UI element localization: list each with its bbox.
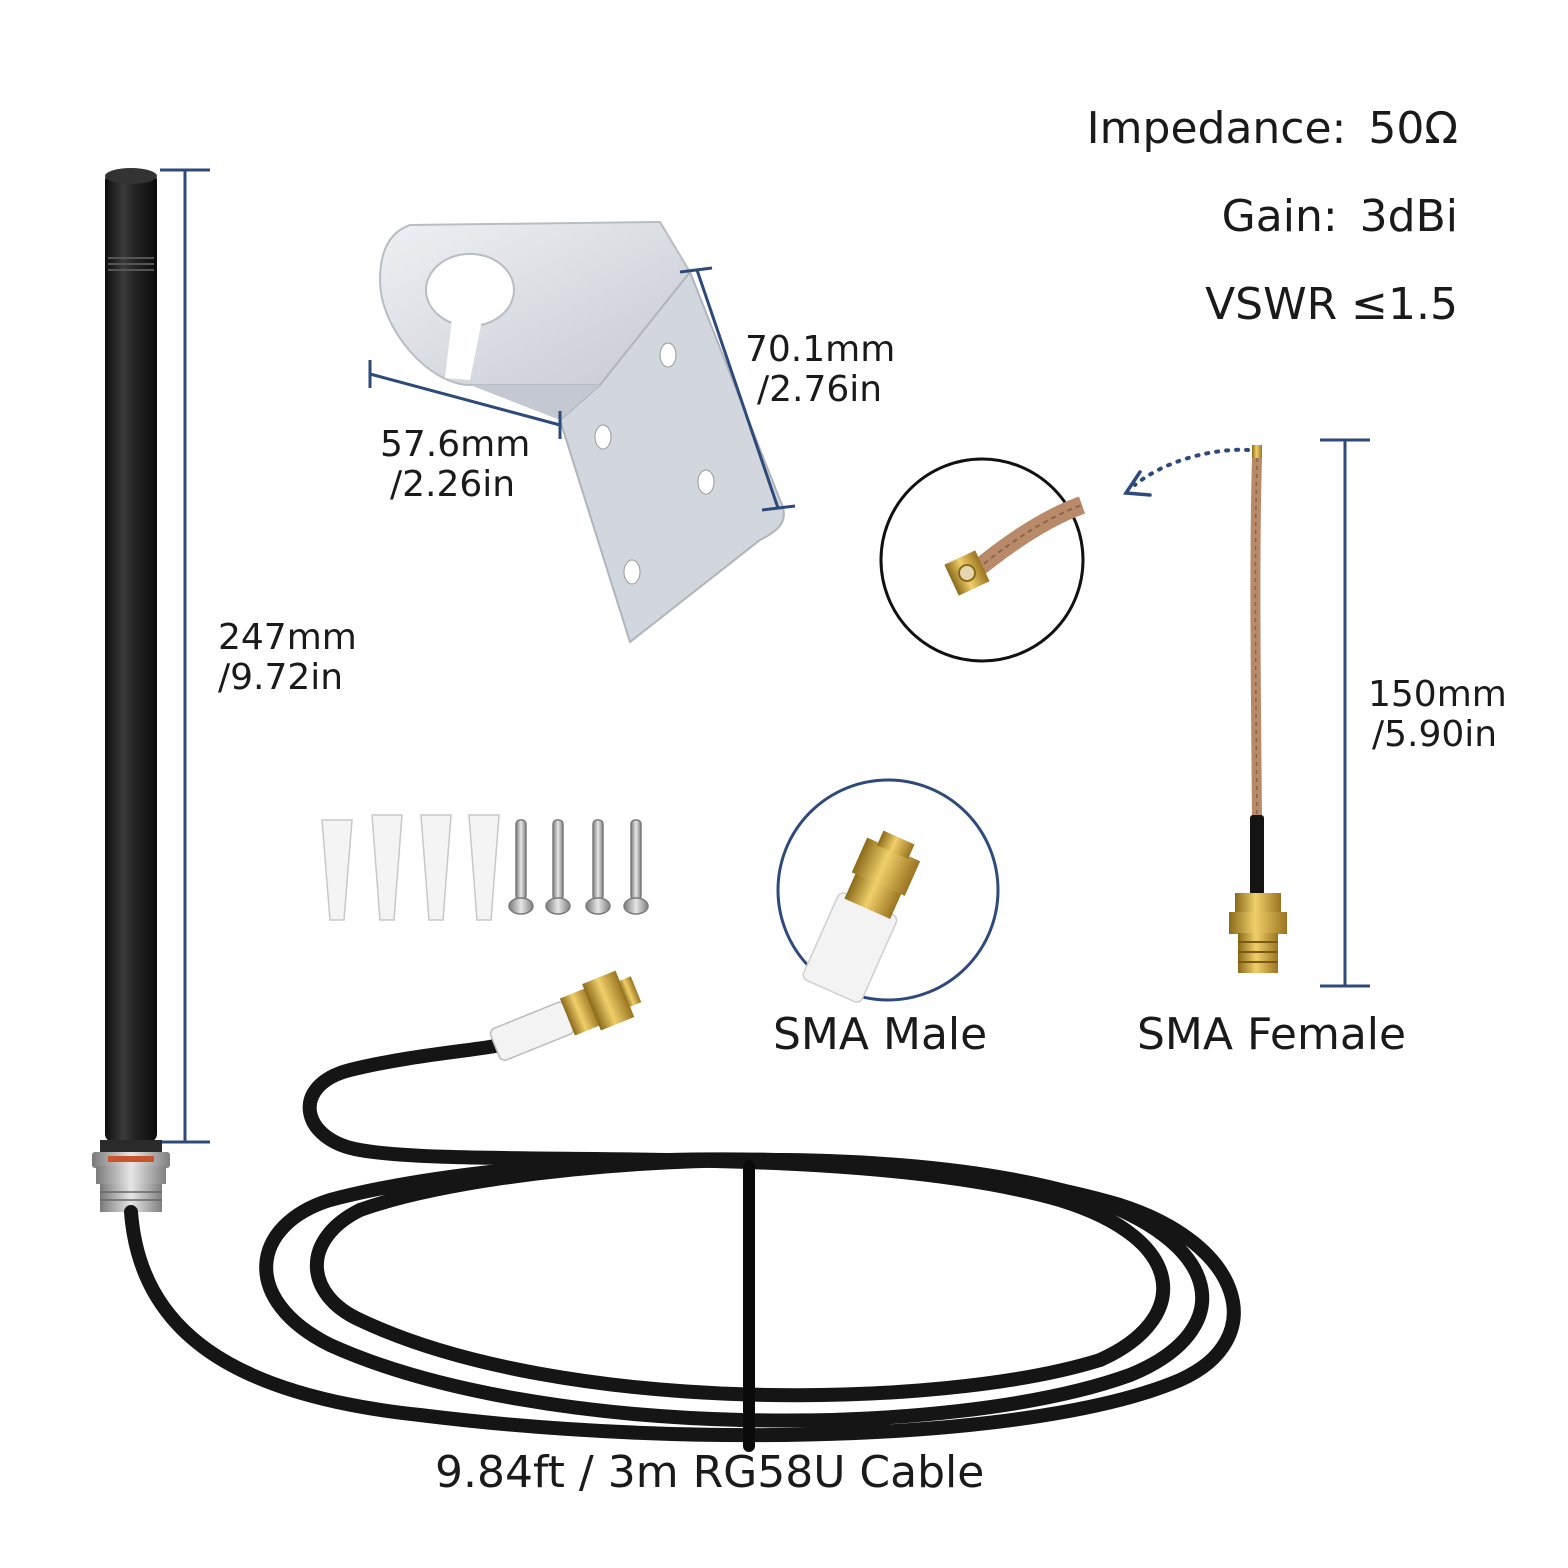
cable-sma-male-connector [489, 970, 642, 1061]
screws [508, 819, 649, 915]
ufl-connector-detail [944, 496, 1086, 596]
dotted-arrow-icon [1122, 447, 1250, 497]
antenna-dimension-line [160, 168, 210, 1144]
sma-male-caption: SMA Male [773, 1009, 988, 1060]
pigtail-length-in: /5.90in [1372, 714, 1498, 756]
bracket-width-in: /2.26in [390, 464, 516, 506]
bracket-width-mm: 57.6mm [380, 424, 531, 465]
bracket-height-label: 70.1mm /2.76in [745, 329, 896, 411]
bracket-height-in: /2.76in [757, 369, 883, 411]
impedance-label: Impedance: [1086, 103, 1347, 154]
bracket-width-dimension-line [368, 360, 562, 439]
rg58u-cable [124, 1038, 1241, 1443]
bracket-width-label: 57.6mm /2.26in [380, 424, 531, 506]
pigtail-dimension-line [1320, 438, 1370, 988]
antenna [92, 168, 170, 1212]
sma-female-caption: SMA Female [1137, 1009, 1407, 1060]
wall-anchors [321, 814, 500, 921]
vswr-spec: VSWR ≤1.5 [1205, 279, 1458, 330]
sma-male-detail [802, 830, 921, 1003]
gain-label: Gain: [1221, 191, 1338, 242]
impedance-spec: Impedance: 50Ω [1087, 104, 1458, 153]
gain-spec: Gain: 3dBi [1222, 192, 1458, 241]
mounting-bracket [378, 220, 785, 644]
bracket-height-dimension-line [679, 266, 796, 512]
antenna-length-in: /9.72in [218, 657, 344, 699]
pigtail-cable [1250, 445, 1264, 895]
cable-tie [743, 1160, 755, 1452]
antenna-length-label: 247mm /9.72in [218, 617, 357, 699]
pigtail-length-label: 150mm /5.90in [1368, 674, 1507, 756]
cable-caption: 9.84ft / 3m RG58U Cable [435, 1447, 985, 1498]
impedance-value: 50Ω [1368, 103, 1458, 154]
pigtail-length-mm: 150mm [1368, 674, 1507, 715]
bracket-height-mm: 70.1mm [745, 329, 896, 370]
antenna-length-mm: 247mm [218, 617, 357, 658]
gain-value: 3dBi [1359, 191, 1458, 242]
pigtail-sma-female-connector [1229, 893, 1287, 973]
